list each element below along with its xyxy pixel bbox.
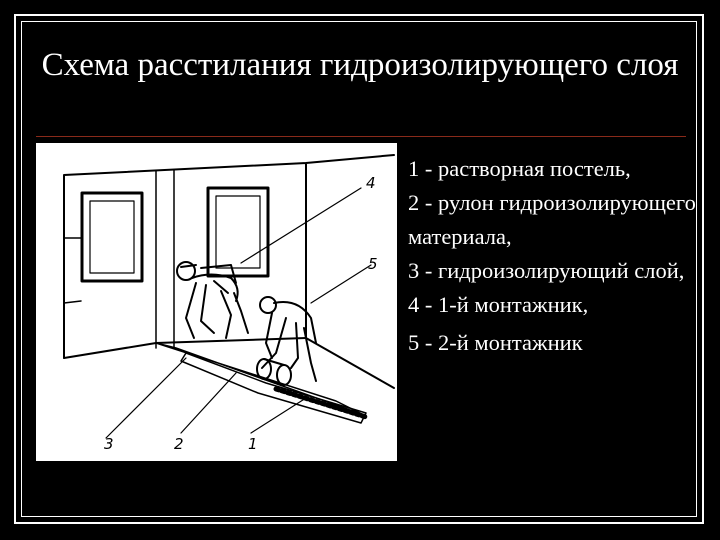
callout-2: 2: [174, 435, 184, 453]
leader-2: [180, 372, 237, 434]
window-right: [206, 186, 270, 278]
slide-outer-frame: [14, 14, 704, 524]
diagram-drawing: 4 5 3 2 1: [63, 154, 395, 453]
slide-title: Схема расстилания гидроизолирующего слоя: [41, 47, 679, 83]
wall-joints: [63, 169, 175, 349]
legend-item: 5 - 2-й монтажник: [408, 330, 583, 355]
leader-1: [250, 397, 307, 434]
waterproofing-diagram: 4 5 3 2 1: [36, 143, 397, 461]
legend-item: 3 - гидроизолирующий слой,: [408, 258, 685, 283]
worker-2: [259, 296, 317, 382]
title-divider: [36, 136, 686, 137]
callout-1: 1: [248, 435, 258, 453]
callout-4: 4: [366, 174, 376, 192]
legend-item: 1 - растворная постель,: [408, 156, 631, 181]
material-roll: [256, 358, 292, 386]
callout-3: 3: [104, 435, 114, 453]
worker-1: [176, 261, 249, 339]
legend-item: 4 - 1-й монтажник,: [408, 292, 589, 317]
leader-5: [310, 264, 372, 304]
legend-item: 2 - рулон гидроизолирующего материала,: [408, 190, 696, 249]
leader-3: [105, 357, 187, 439]
window-left: [80, 191, 144, 283]
legend-list: 1 - растворная постель, 2 - рулон гидрои…: [408, 152, 698, 360]
wall-right-edge: [305, 337, 395, 389]
leader-4: [240, 187, 362, 264]
waterproof-layer: [180, 352, 367, 424]
callout-5: 5: [368, 255, 378, 273]
wall-outline: [63, 154, 395, 359]
slide-inner-frame: [21, 21, 697, 517]
